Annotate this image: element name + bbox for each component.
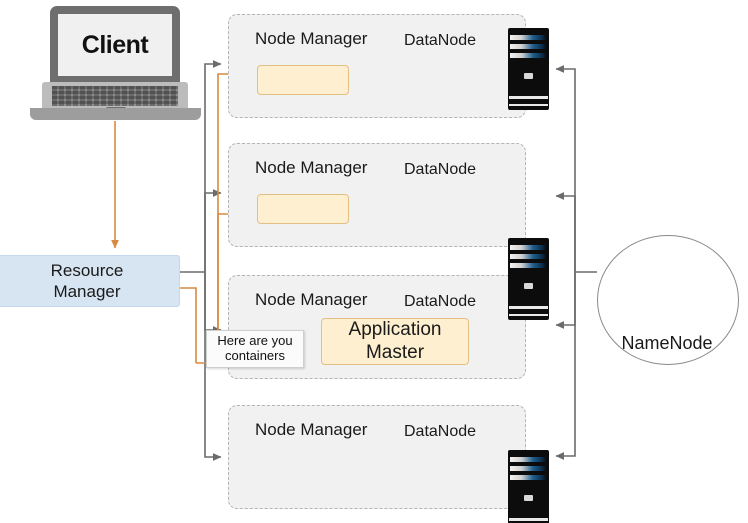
datanode-label: DataNode (404, 293, 477, 310)
node-row[interactable]: Node Manager DataNode (228, 405, 526, 509)
tooltip-text: Here are you containers (217, 333, 293, 364)
laptop-base-front (30, 108, 201, 120)
wire-namenode-to-datanodes (555, 65, 597, 460)
tooltip-line2: containers (225, 348, 285, 363)
datanode-label: DataNode (404, 423, 477, 440)
application-master-line2: Master (365, 341, 425, 363)
datanode-server-icon (508, 238, 549, 320)
laptop-icon: Client (28, 6, 203, 121)
container-box[interactable] (257, 194, 349, 224)
tooltip-here-are-your-containers: Here are you containers (206, 330, 304, 368)
resource-manager-label-line1: Resource (50, 260, 124, 280)
application-master-line1: Application (348, 318, 442, 340)
namenode-circle (597, 235, 739, 365)
datanode-server-icon (508, 28, 549, 110)
datanode-label: DataNode (404, 32, 477, 49)
wire-resource-manager-to-node-managers (178, 60, 222, 461)
application-master-label: Application Master (349, 319, 442, 365)
tooltip-line1: Here are you (217, 333, 293, 349)
resource-manager-label: Resource Manager (51, 260, 124, 303)
node-manager-label: Node Manager (255, 290, 368, 309)
datanode-server-icon (508, 450, 549, 523)
node-manager-label: Node Manager (255, 29, 368, 48)
container-box[interactable] (257, 65, 349, 95)
resource-manager-box[interactable]: Resource Manager (0, 255, 180, 307)
application-master-box[interactable]: Application Master (321, 318, 469, 365)
datanode-label: DataNode (404, 161, 477, 178)
node-row[interactable]: Node Manager DataNode (228, 14, 526, 118)
laptop-lid: Client (50, 6, 180, 84)
node-row[interactable]: Node Manager DataNode (228, 143, 526, 247)
laptop-keyboard (52, 86, 178, 106)
client-label: Client (81, 30, 149, 59)
resource-manager-label-line2: Manager (53, 282, 121, 301)
namenode-label: NameNode (621, 333, 713, 353)
node-manager-label: Node Manager (255, 420, 368, 439)
laptop-screen: Client (58, 14, 172, 76)
node-manager-label: Node Manager (255, 158, 368, 177)
